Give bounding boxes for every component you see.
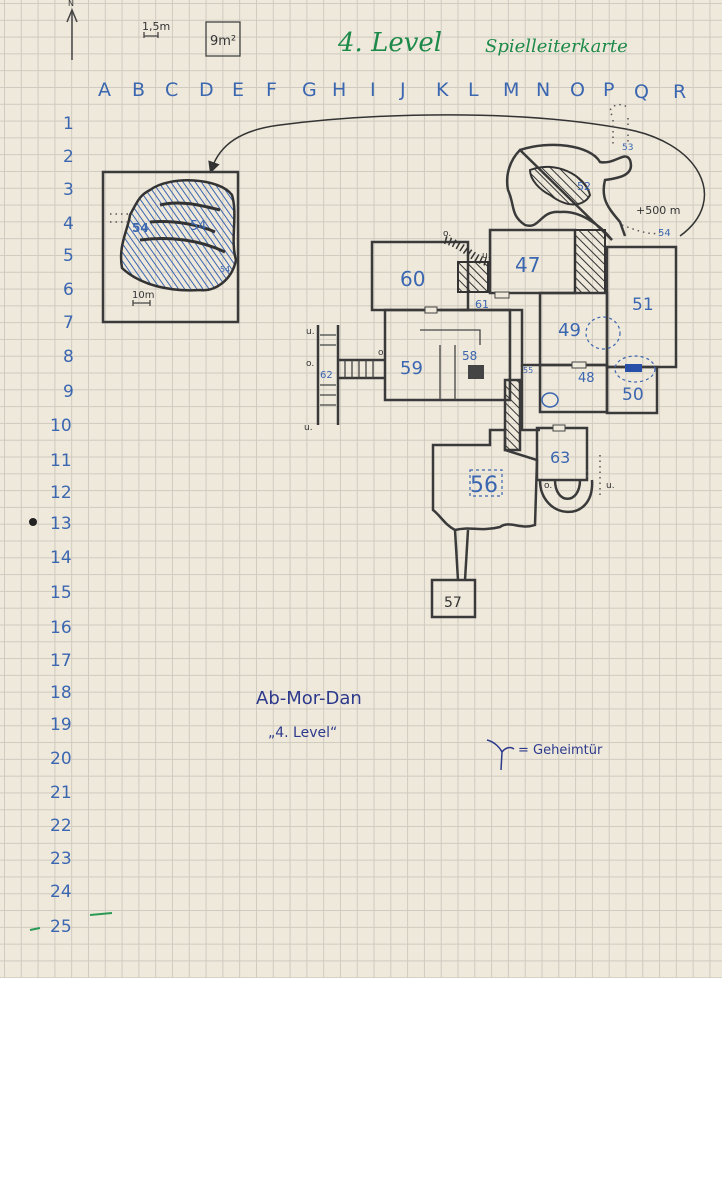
col-label: P xyxy=(603,79,614,101)
row-label: 22 xyxy=(50,816,72,836)
col-label: H xyxy=(332,79,346,101)
row-label: 9 xyxy=(63,382,74,402)
row-label: 2 xyxy=(63,147,74,167)
stair-down-label: o. xyxy=(544,481,552,491)
map-subtitle: „4. Level“ xyxy=(268,725,337,741)
room-label: 61 xyxy=(475,298,489,311)
room-label: 62 xyxy=(320,370,333,381)
page-title: 4. Level xyxy=(337,28,442,58)
cave-52: 52 53 +500 m 54 xyxy=(505,103,680,241)
room-label: 57 xyxy=(444,595,462,611)
col-label: A xyxy=(98,79,111,101)
room-label: 55 xyxy=(523,366,533,375)
room-label: 48 xyxy=(578,371,595,386)
col-label: R xyxy=(673,81,686,103)
area-box xyxy=(205,21,241,57)
room-label: 54 xyxy=(220,265,230,274)
map-title: Ab-Mor-Dan xyxy=(256,688,362,709)
room-label: 49 xyxy=(558,320,581,341)
row-label: 20 xyxy=(50,749,72,769)
stair-up-label: u. xyxy=(306,327,315,337)
room-label: 51 xyxy=(632,295,654,315)
col-label: B xyxy=(132,79,145,101)
row-label: 8 xyxy=(63,347,74,367)
room-label: 47 xyxy=(515,253,540,277)
col-label: L xyxy=(468,79,479,101)
row-label: 14 xyxy=(50,548,72,568)
stair-down-label: o. xyxy=(443,229,451,239)
row-label: 5 xyxy=(63,246,74,266)
room-label: 56 xyxy=(470,473,498,498)
row-label: 6 xyxy=(63,280,74,300)
green-pen-mark xyxy=(29,912,113,931)
hole-punch-mark xyxy=(29,518,37,526)
row-label: 21 xyxy=(50,783,72,803)
col-label: F xyxy=(266,79,277,101)
row-label: 18 xyxy=(50,683,72,703)
row-label: 10 xyxy=(50,416,72,436)
north-arrow-icon xyxy=(66,8,78,60)
col-label: I xyxy=(370,79,376,101)
area-label: 9m² xyxy=(210,34,236,49)
col-label: Q xyxy=(634,81,649,103)
room-label: 54 xyxy=(132,221,149,235)
col-label: M xyxy=(503,79,519,101)
row-label: 16 xyxy=(50,618,72,638)
row-label: 23 xyxy=(50,849,72,869)
col-label: D xyxy=(199,79,214,101)
row-label: 25 xyxy=(50,917,72,937)
row-label: 13 xyxy=(50,514,72,534)
room-label: 53 xyxy=(622,143,633,153)
row-label: 11 xyxy=(50,451,72,471)
room-label: 63 xyxy=(550,448,570,467)
row-label: 15 xyxy=(50,583,72,603)
row-label: 19 xyxy=(50,715,72,735)
north-label: N xyxy=(68,0,74,8)
stair-down-label: o. xyxy=(306,359,314,369)
room-label: 58 xyxy=(462,349,477,363)
row-label: 7 xyxy=(63,313,74,333)
row-label: 17 xyxy=(50,651,72,671)
col-label: E xyxy=(232,79,244,101)
secret-door-icon xyxy=(486,739,515,771)
stair-up-label: u. xyxy=(606,481,615,491)
room-label: 50 xyxy=(622,385,644,405)
page-subtitle: Spielleiterkarte xyxy=(485,36,628,57)
inset-map-54: 54 54 54 10m xyxy=(101,170,240,324)
inset-scale-label: 10m xyxy=(132,290,154,301)
row-label: 4 xyxy=(63,214,74,234)
distance-label: +500 m xyxy=(636,204,680,217)
row-label: 3 xyxy=(63,180,74,200)
col-label: O xyxy=(570,79,585,101)
col-label: C xyxy=(165,79,178,101)
col-label: G xyxy=(302,79,317,101)
col-label: N xyxy=(536,79,550,101)
connection-arrow xyxy=(208,114,706,237)
room-label: 54 xyxy=(658,228,671,239)
row-label: 12 xyxy=(50,483,72,503)
stair-up-label: u. xyxy=(304,423,313,433)
row-label: 1 xyxy=(63,114,74,134)
stair-up-label: u. xyxy=(482,251,491,261)
scale-bar-icon xyxy=(143,32,159,38)
room-label: 60 xyxy=(400,267,425,291)
room-label: 52 xyxy=(577,180,591,193)
row-label: 24 xyxy=(50,882,72,902)
col-label: K xyxy=(436,79,449,101)
legend-secret-door: = Geheimtür xyxy=(518,743,603,758)
dungeon-rooms xyxy=(316,228,678,619)
col-label: J xyxy=(399,79,406,101)
stair-down-label: o. xyxy=(378,348,386,358)
room-label: 54 xyxy=(190,219,207,234)
room-label: 59 xyxy=(400,358,423,379)
scale-label: 1,5m xyxy=(142,20,170,33)
